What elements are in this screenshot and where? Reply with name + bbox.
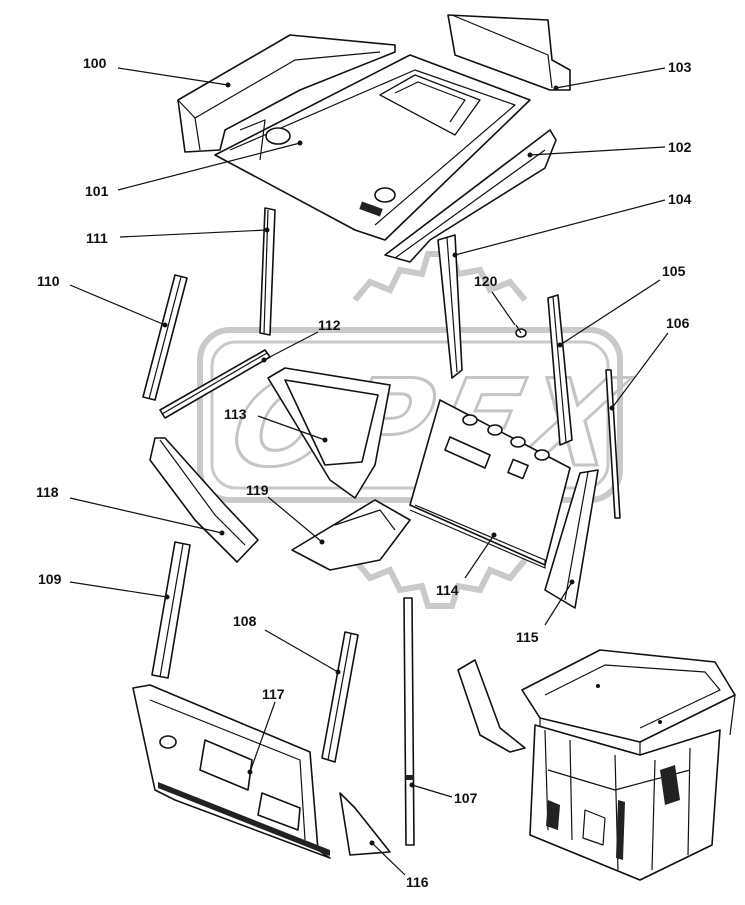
callout-115: 115 <box>516 629 539 645</box>
leader-111 <box>119 229 268 238</box>
part-120-fastener <box>515 324 527 338</box>
callout-120: 120 <box>474 273 498 289</box>
part-109-rear-post <box>151 541 191 679</box>
callout-105: 105 <box>662 263 686 279</box>
assembled-cab-illustration <box>521 649 736 881</box>
part-115-corner-panel <box>544 469 599 609</box>
part-106-thin-strip <box>605 369 621 519</box>
leader-117 <box>249 701 276 773</box>
part-101-roof-panel <box>214 54 531 241</box>
part-105-front-post <box>547 294 573 446</box>
leader-lines <box>69 67 669 876</box>
callout-102: 102 <box>668 139 692 155</box>
callout-108: 108 <box>233 613 257 629</box>
leader-113 <box>257 415 326 441</box>
leader-102 <box>529 146 666 156</box>
leader-109 <box>69 581 168 598</box>
leader-114 <box>464 534 495 579</box>
leader-118 <box>69 497 223 534</box>
callout-103: 103 <box>668 59 692 75</box>
part-100-roof-left-rail <box>177 34 396 153</box>
callout-107: 107 <box>454 790 478 806</box>
callout-labels: 100 101 102 103 104 105 106 107 108 109 … <box>36 55 692 890</box>
leader-105 <box>559 279 661 346</box>
leader-112 <box>263 331 319 361</box>
part-114-dash-panel <box>409 399 571 569</box>
leader-116 <box>371 842 406 876</box>
callout-104: 104 <box>668 191 692 207</box>
leader-103 <box>555 67 666 89</box>
part-110-upright-post <box>142 274 188 401</box>
callout-116: 116 <box>406 874 429 890</box>
part-103-roof-rear-rail <box>447 14 571 91</box>
leader-107 <box>411 784 453 798</box>
callout-110: 110 <box>37 273 60 289</box>
callout-118: 118 <box>36 484 59 500</box>
part-116-corner-gusset <box>339 792 391 856</box>
callout-112: 112 <box>318 317 341 333</box>
part-107-long-strip <box>403 597 415 846</box>
part-119-floor-bracket <box>291 499 411 571</box>
part-104-front-post <box>437 234 463 379</box>
leader-101 <box>117 142 301 191</box>
leader-104 <box>454 199 666 256</box>
callout-119: 119 <box>246 482 269 498</box>
leader-100 <box>117 67 229 86</box>
leader-115 <box>544 581 573 626</box>
part-102-roof-right-rail <box>384 129 557 263</box>
leader-108 <box>264 629 339 673</box>
leader-120 <box>491 291 516 326</box>
callout-113: 113 <box>224 406 247 422</box>
part-118-side-trim <box>149 437 259 563</box>
callout-101: 101 <box>85 183 109 199</box>
callout-106: 106 <box>666 315 690 331</box>
part-117-rear-panel <box>132 684 331 859</box>
callout-109: 109 <box>38 571 62 587</box>
part-113-side-window-frame <box>267 367 391 499</box>
watermark-frame <box>197 327 623 503</box>
callout-100: 100 <box>83 55 107 71</box>
bent-strip-part <box>457 659 526 753</box>
callout-114: 114 <box>436 582 459 598</box>
callout-117: 117 <box>262 686 285 702</box>
leader-106 <box>611 332 669 409</box>
part-108-rear-post <box>321 631 359 763</box>
callout-111: 111 <box>86 230 108 246</box>
part-111-upright-post <box>259 207 276 336</box>
leader-110 <box>69 284 166 326</box>
leader-119 <box>267 496 323 543</box>
